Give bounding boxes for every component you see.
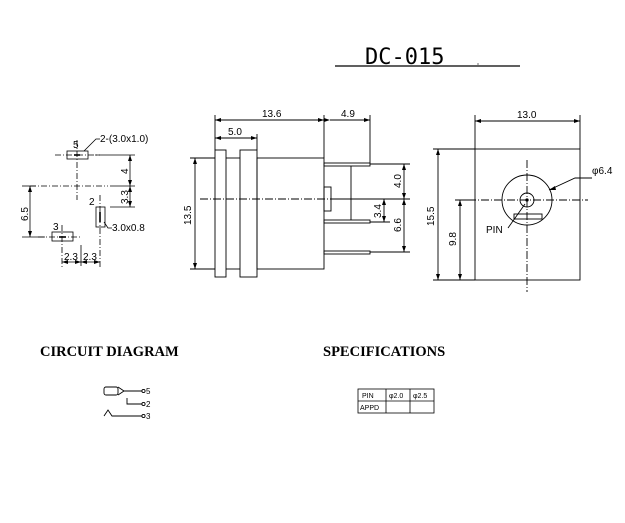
label-dim-3-4: 3.4 bbox=[373, 204, 384, 218]
label-slot-callout-2: 3.0x0.8 bbox=[112, 223, 145, 234]
spec-header-phi-2-5: φ2.5 bbox=[413, 393, 427, 400]
circuit-diagram bbox=[103, 386, 146, 419]
front-view-labels: 13.0 15.5 9.8 φ6.4 PIN bbox=[426, 110, 613, 246]
circuit-terminal-3 bbox=[141, 413, 146, 419]
leader-slot-callout bbox=[83, 138, 100, 152]
side-view-arrows bbox=[193, 118, 406, 269]
label-dim-6-5: 6.5 bbox=[20, 207, 31, 221]
side-body bbox=[256, 157, 325, 270]
label-pin: PIN bbox=[486, 225, 503, 236]
terminal-middle bbox=[323, 219, 371, 224]
label-dim-15-5: 15.5 bbox=[426, 206, 437, 226]
front-slot bbox=[513, 213, 543, 220]
spec-row-label-appd: APPD bbox=[360, 405, 379, 412]
circuit-wire-2 bbox=[126, 398, 142, 405]
label-dim-13-5: 13.5 bbox=[183, 205, 194, 225]
label-pad-5: 5 bbox=[73, 140, 79, 151]
label-dim-13-0: 13.0 bbox=[517, 110, 537, 121]
terminal-top bbox=[323, 162, 371, 167]
label-dim-2-3-b: 2.3 bbox=[83, 252, 97, 263]
label-dim-9-8: 9.8 bbox=[448, 232, 459, 246]
label-pad-3: 3 bbox=[53, 222, 59, 233]
label-dim-4-9: 4.9 bbox=[341, 109, 355, 120]
specifications-title: SPECIFICATIONS bbox=[323, 344, 445, 360]
label-slot-callout: 2-(3.0x1.0) bbox=[100, 134, 148, 145]
title-block: DC-015 bbox=[335, 45, 520, 70]
spec-table: PIN φ2.0 φ2.5 APPD bbox=[357, 388, 435, 414]
circuit-terminal-5 bbox=[141, 388, 146, 394]
footprint-view bbox=[22, 138, 135, 268]
label-dim-5-0: 5.0 bbox=[228, 127, 242, 138]
terminal-bottom bbox=[323, 250, 371, 255]
circuit-label-2: 2 bbox=[146, 400, 151, 409]
spec-header-pin: PIN bbox=[362, 393, 374, 400]
label-dim-2-3-a: 2.3 bbox=[64, 252, 78, 263]
label-dim-13-6: 13.6 bbox=[262, 109, 282, 120]
terminal-boss bbox=[323, 186, 332, 212]
title-dot bbox=[477, 63, 479, 65]
circuit-pin-tip bbox=[117, 386, 125, 396]
footprint-labels: 5 2 3 2-(3.0x1.0) 3.0x0.8 4 3.3 6.5 2.3 … bbox=[20, 134, 148, 263]
circuit-diagram-title: CIRCUIT DIAGRAM bbox=[40, 344, 179, 360]
front-body bbox=[474, 148, 581, 281]
side-view-labels: 13.6 4.9 5.0 13.5 4.0 3.4 6.6 bbox=[183, 109, 404, 232]
pad-2 bbox=[95, 206, 106, 228]
leader-pin bbox=[507, 203, 526, 229]
side-view bbox=[190, 115, 410, 278]
label-dim-4: 4 bbox=[120, 168, 131, 174]
leader-phi bbox=[548, 177, 592, 191]
label-pad-2: 2 bbox=[89, 197, 95, 208]
front-view-arrows bbox=[436, 119, 580, 280]
front-view bbox=[433, 115, 592, 292]
label-dim-4-0: 4.0 bbox=[393, 174, 404, 188]
leader-slot-callout-2 bbox=[103, 221, 112, 229]
label-dim-phi: φ6.4 bbox=[592, 166, 613, 177]
pad-5 bbox=[66, 150, 89, 160]
spec-header-phi-2-0: φ2.0 bbox=[389, 393, 403, 400]
circuit-labels: 5 2 3 bbox=[146, 387, 151, 421]
circuit-label-5: 5 bbox=[146, 387, 151, 396]
side-flange-right bbox=[239, 149, 258, 278]
circuit-terminal-2 bbox=[141, 401, 146, 407]
spec-table-grid bbox=[357, 388, 435, 414]
circuit-pin-body bbox=[103, 386, 119, 396]
footprint-arrows bbox=[28, 155, 132, 264]
pad-3 bbox=[51, 231, 74, 242]
label-dim-6-6: 6.6 bbox=[393, 218, 404, 232]
circuit-wire-3 bbox=[103, 409, 142, 417]
side-flange-left bbox=[214, 149, 227, 278]
circuit-label-3: 3 bbox=[146, 412, 151, 421]
label-dim-3-3: 3.3 bbox=[120, 190, 131, 204]
